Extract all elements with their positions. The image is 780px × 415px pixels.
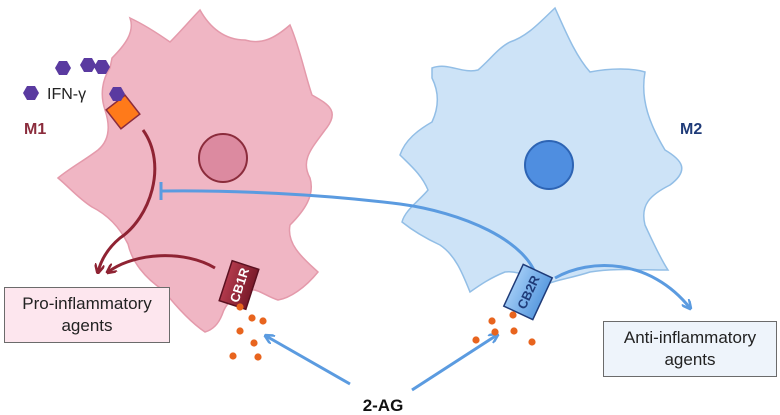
pro-inflammatory-line2: agents (61, 316, 113, 335)
ifn-to-pro-arrow (98, 129, 157, 272)
ag-dot (250, 339, 258, 347)
cb1r-to-pro-arrow (108, 254, 216, 272)
m1-nucleus (198, 133, 248, 183)
ag-dot (509, 311, 517, 319)
ifn-gamma-label: IFN-γ (47, 86, 86, 103)
anti-inflammatory-box: Anti-inflammatory agents (603, 321, 777, 377)
2ag-label: 2-AG (363, 396, 404, 415)
anti-inflammatory-line1: Anti-inflammatory (623, 328, 757, 347)
ag-to-cb1r-arrow (266, 336, 351, 386)
ag-dot (248, 314, 256, 322)
cb2r-to-anti-arrow (554, 264, 690, 308)
ag-dots-cb2r (472, 311, 536, 346)
pro-inflammatory-line1: Pro-inflammatory (22, 294, 152, 313)
ag-dot (236, 327, 244, 335)
ag-dot (528, 338, 536, 346)
ag-dot (254, 353, 262, 361)
cb2r-receptor: CB2R (502, 263, 554, 321)
m2-label: M2 (680, 121, 702, 138)
ifn-molecule (94, 60, 110, 74)
pro-inflammatory-box: Pro-inflammatory agents (4, 287, 170, 343)
m2-nucleus (524, 140, 574, 190)
ag-dot (510, 327, 518, 335)
ifn-molecule (80, 58, 96, 72)
ifn-molecule (109, 87, 125, 101)
m1-label: M1 (24, 121, 46, 138)
anti-inflammatory-line2: agents (664, 350, 716, 369)
ag-dots-cb1r (229, 303, 267, 361)
ag-dot (472, 336, 480, 344)
ag-dot (229, 352, 237, 360)
ifn-gamma-molecules (23, 58, 125, 101)
ag-dot (236, 303, 244, 311)
ag-to-cb2r-arrow (411, 335, 497, 392)
ag-dot (488, 317, 496, 325)
inhibition-line (161, 189, 540, 283)
cb1r-receptor: CB1R (218, 259, 260, 311)
ifn-molecule (23, 86, 39, 100)
ag-dot (259, 317, 267, 325)
ifn-molecule (55, 61, 71, 75)
m1-cell (56, 8, 333, 333)
anti-inflammatory-text: Anti-inflammatory agents (624, 327, 756, 371)
pro-inflammatory-text: Pro-inflammatory agents (22, 293, 151, 337)
ifn-receptor (105, 94, 141, 130)
ag-dot (491, 328, 499, 336)
